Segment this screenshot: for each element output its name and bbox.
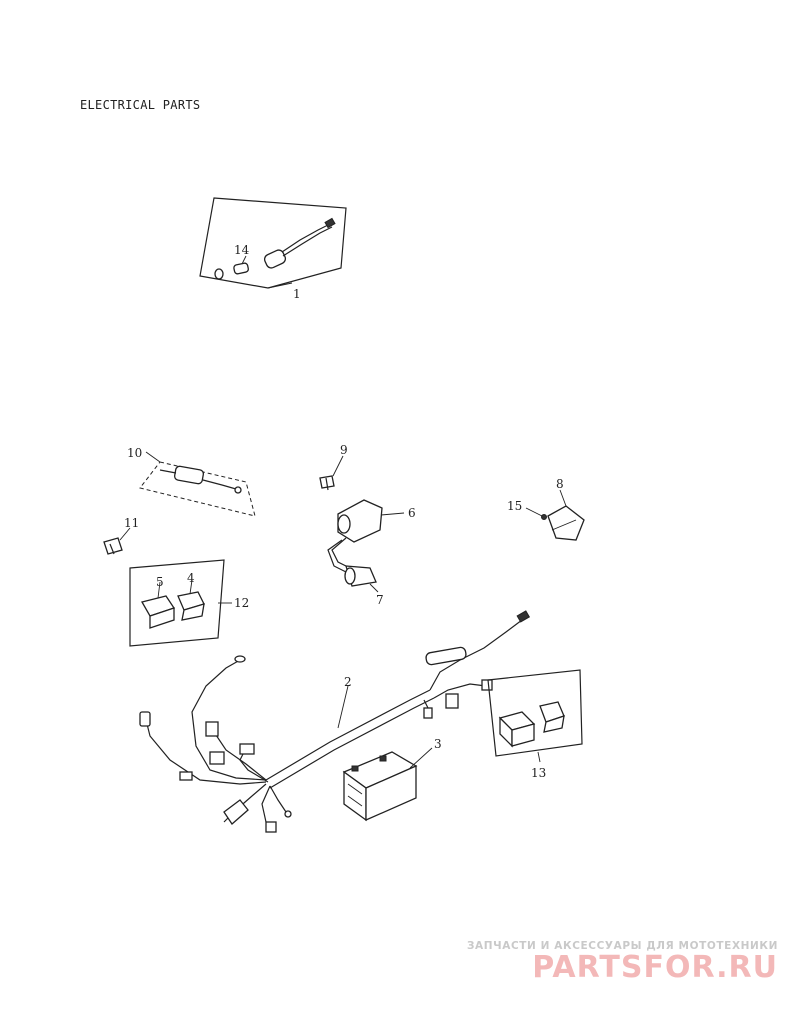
watermark-tagline: ЗАПЧАСТИ И АКСЕССУАРЫ ДЛЯ МОТОТЕХНИКИ (466, 940, 778, 952)
part-9-bolt (319, 455, 344, 491)
callout-6: 6 (408, 506, 416, 520)
part-10-harness (139, 451, 256, 517)
callout-12: 12 (234, 596, 249, 610)
part-14-sleeve (233, 262, 249, 275)
callout-3: 3 (434, 737, 442, 751)
part-6-ignition-coil (327, 499, 405, 573)
part-2-wiring-harness (139, 610, 531, 833)
callout-8: 8 (556, 477, 564, 491)
callout-11: 11 (124, 516, 139, 530)
callout-13: 13 (531, 766, 546, 780)
callout-7: 7 (376, 593, 384, 607)
callout-10: 10 (127, 446, 142, 460)
part-5-fuse-block (141, 581, 176, 629)
part-13-kit (487, 669, 583, 763)
part-4-connector (177, 579, 205, 621)
callout-1: 1 (293, 287, 301, 301)
callout-4: 4 (187, 571, 195, 585)
watermark: ЗАПЧАСТИ И АКСЕССУАРЫ ДЛЯ МОТОТЕХНИКИ PA… (467, 940, 778, 984)
callout-15: 15 (507, 499, 522, 513)
part-8-relay (525, 489, 585, 541)
part-1-kit (199, 197, 347, 289)
part-12-kit (129, 559, 232, 647)
part-11-bolt (103, 527, 131, 555)
part-3-battery (342, 747, 433, 822)
callout-5: 5 (156, 575, 164, 589)
callout-9: 9 (340, 443, 348, 457)
page-title: ELECTRICAL PARTS (80, 98, 201, 112)
callout-14: 14 (234, 243, 250, 257)
part-7-plug-cap (344, 565, 379, 593)
callout-2: 2 (344, 675, 352, 689)
watermark-brand: PARTSFOR.RU (532, 950, 778, 985)
